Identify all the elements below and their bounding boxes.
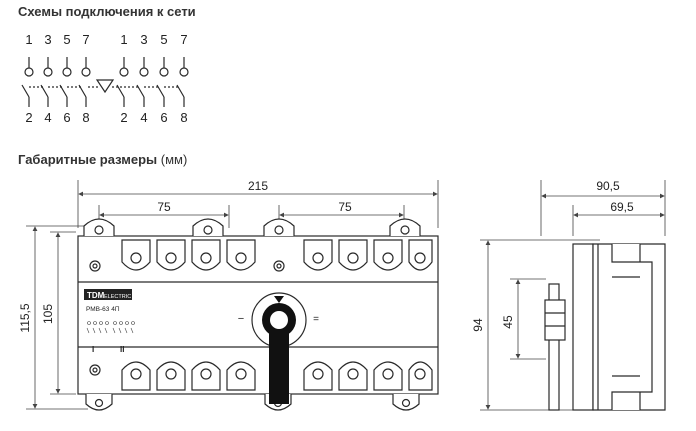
dim-pitch-left: 75 xyxy=(157,200,171,214)
terminal-top-left-1: 1 xyxy=(25,32,32,47)
terminal-top-right-3: 5 xyxy=(160,32,167,47)
handle-indicator-icon xyxy=(274,296,284,303)
mini-schematic xyxy=(86,321,135,334)
side-view: 90,5 69,5 94 45 xyxy=(471,179,666,411)
side-dimension-labels: 90,5 69,5 94 45 xyxy=(471,179,634,332)
side-front-plate xyxy=(572,243,594,411)
terminal-bottom-left-4: 8 xyxy=(82,110,89,125)
interlock-triangle xyxy=(95,79,115,94)
nameplate: TDM ELECTRIC РМВ-63 4П I II xyxy=(84,289,135,354)
side-body xyxy=(544,243,666,411)
terminal-bottom-right-2: 4 xyxy=(140,110,147,125)
position-1-label: I xyxy=(92,345,94,354)
front-dimensions xyxy=(26,180,439,410)
side-dimensions xyxy=(480,180,666,411)
model-label: РМВ-63 4П xyxy=(86,306,120,313)
dim-depth-total: 90,5 xyxy=(596,179,620,193)
brand-logo: TDM xyxy=(87,291,105,300)
dim-overall-height: 115,5 xyxy=(18,303,32,332)
dim-mount-height: 45 xyxy=(501,315,515,329)
switch-group-left xyxy=(21,57,91,107)
connection-heading: Схемы подключения к сети xyxy=(18,4,196,19)
terminal-top-left-4: 7 xyxy=(82,32,89,47)
dim-inner-height: 105 xyxy=(41,304,55,324)
front-dimension-labels: 215 75 75 115,5 105 xyxy=(18,179,352,333)
dim-depth-body: 69,5 xyxy=(610,200,634,214)
side-handle-shaft xyxy=(548,283,560,411)
brand-logo-box xyxy=(84,289,132,300)
terminal-top-right-2: 3 xyxy=(140,32,147,47)
terminal-bottom-right-3: 6 xyxy=(160,110,167,125)
terminal-bottom-left-2: 4 xyxy=(44,110,51,125)
dim-pitch-right: 75 xyxy=(338,200,352,214)
handle-lever[interactable] xyxy=(269,320,289,404)
terminal-bottom-right-4: 8 xyxy=(180,110,187,125)
dim-side-height: 94 xyxy=(471,318,485,332)
dimensions-heading: Габаритные размеры (мм) xyxy=(18,152,187,167)
terminal-bottom-left-1: 2 xyxy=(25,110,32,125)
switch-group-right xyxy=(116,57,189,107)
terminal-top-left-3: 5 xyxy=(63,32,70,47)
terminal-bottom-right-1: 2 xyxy=(120,110,127,125)
connection-heading-text: Схемы подключения к сети xyxy=(18,4,196,19)
side-handle-knob xyxy=(544,299,566,341)
rotary-handle[interactable]: − = xyxy=(238,292,319,404)
handle-equals-sign: = xyxy=(313,314,319,325)
bottom-terminals xyxy=(89,361,433,391)
terminal-top-right-4: 7 xyxy=(180,32,187,47)
dimensions-heading-text: Габаритные размеры xyxy=(18,152,158,167)
terminal-bottom-left-3: 6 xyxy=(63,110,70,125)
side-main-body xyxy=(592,243,666,411)
top-terminals xyxy=(89,239,433,272)
handle-minus-sign: − xyxy=(238,313,244,325)
connection-schematic xyxy=(21,57,189,107)
position-2-label: II xyxy=(120,345,124,354)
schematic-terminal-labels: 1 3 5 7 1 3 5 7 2 4 6 8 2 4 6 8 xyxy=(25,32,187,125)
front-view: 215 75 75 115,5 105 xyxy=(18,179,439,411)
terminal-top-left-2: 3 xyxy=(44,32,51,47)
dim-overall-width: 215 xyxy=(248,179,268,193)
terminal-top-right-1: 1 xyxy=(120,32,127,47)
dimensions-unit: (мм) xyxy=(160,152,188,167)
brand-suffix: ELECTRIC xyxy=(104,294,131,300)
